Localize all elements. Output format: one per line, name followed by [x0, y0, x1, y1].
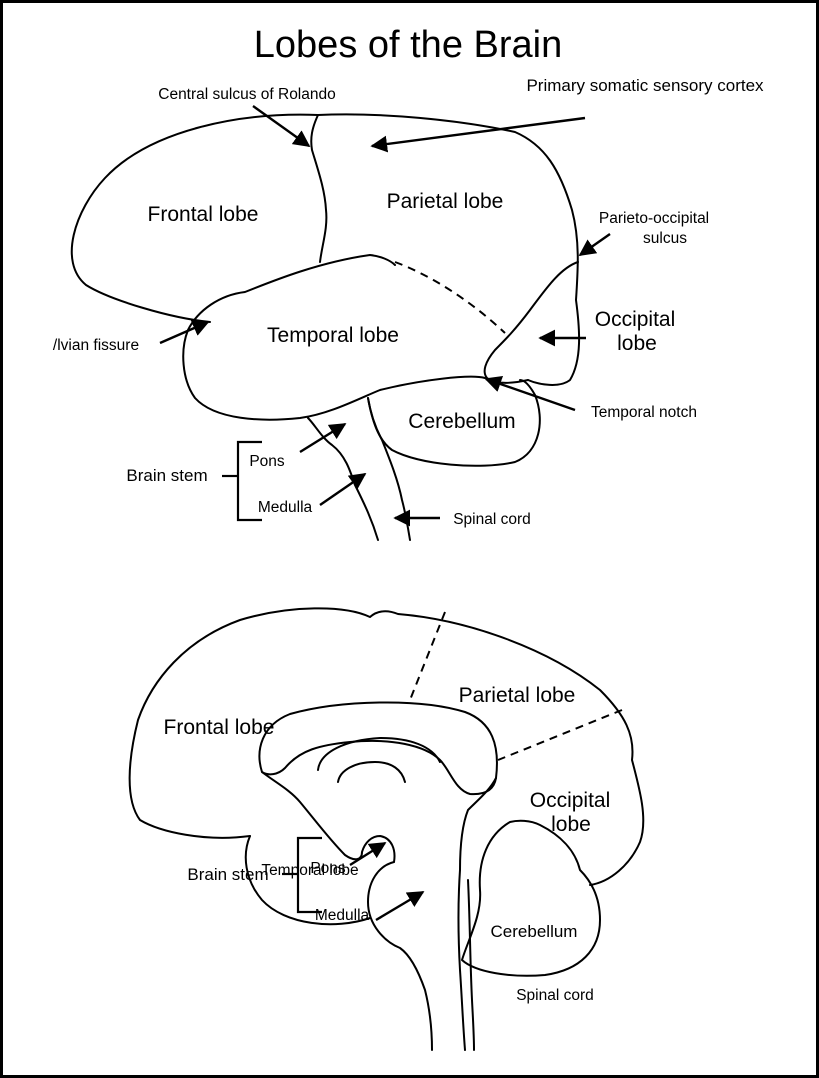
label-parieto-occipital-2: sulcus	[643, 230, 687, 247]
label-sylvian-fissure: /lvian fissure	[53, 337, 139, 354]
label-occipital-1: Occipital	[595, 308, 676, 331]
lateral-central-sulcus	[311, 115, 326, 262]
medial-parietooccipital-boundary	[498, 710, 622, 760]
medial-label-frontal-lobe: Frontal lobe	[164, 716, 275, 739]
medial-label-spinal-cord: Spinal cord	[516, 987, 594, 1004]
arrow-medial-medulla	[376, 892, 423, 920]
label-temporal-lobe: Temporal lobe	[267, 324, 399, 347]
label-primary-sensory: Primary somatic sensory cortex	[526, 76, 764, 95]
medial-label-occipital-1: Occipital	[530, 789, 611, 812]
medial-brainstem-front	[368, 862, 432, 1050]
label-cerebellum: Cerebellum	[408, 410, 515, 433]
label-parietal-lobe: Parietal lobe	[387, 190, 504, 213]
medial-cerebellum	[462, 821, 600, 976]
lateral-occipital-lobe	[485, 262, 578, 383]
label-brain-stem: Brain stem	[126, 466, 207, 485]
lateral-view: Central sulcus of Rolando Primary somati…	[53, 76, 764, 540]
arrow-parieto-occipital	[580, 234, 610, 255]
lateral-parietotemporal-boundary	[395, 262, 505, 333]
medial-label-parietal-lobe: Parietal lobe	[459, 684, 576, 707]
medial-label-occipital-2: lobe	[551, 813, 591, 836]
medial-thalamus	[338, 762, 405, 782]
label-spinal-cord: Spinal cord	[453, 511, 531, 528]
arrow-pons	[300, 424, 345, 452]
arrow-primary-sensory	[372, 118, 585, 146]
label-occipital-2: lobe	[617, 332, 657, 355]
medial-label-brain-stem: Brain stem	[187, 865, 268, 884]
medial-label-cerebellum: Cerebellum	[491, 922, 578, 941]
medial-frontoparietal-boundary	[410, 612, 445, 700]
arrow-central-sulcus	[253, 106, 309, 146]
label-pons: Pons	[249, 453, 285, 470]
lateral-brainstem	[308, 418, 378, 540]
label-frontal-lobe: Frontal lobe	[148, 203, 259, 226]
label-medulla: Medulla	[258, 499, 313, 516]
medial-label-medulla: Medulla	[315, 907, 370, 924]
medial-view: Frontal lobe Parietal lobe Occipital lob…	[130, 608, 644, 1050]
label-temporal-notch: Temporal notch	[591, 404, 697, 421]
medial-label-pons: Pons	[310, 860, 346, 877]
label-central-sulcus: Central sulcus of Rolando	[158, 86, 336, 103]
label-parieto-occipital-1: Parieto-occipital	[599, 210, 709, 227]
diagram-title: Lobes of the Brain	[254, 24, 562, 66]
medial-corpus-callosum	[259, 702, 496, 794]
